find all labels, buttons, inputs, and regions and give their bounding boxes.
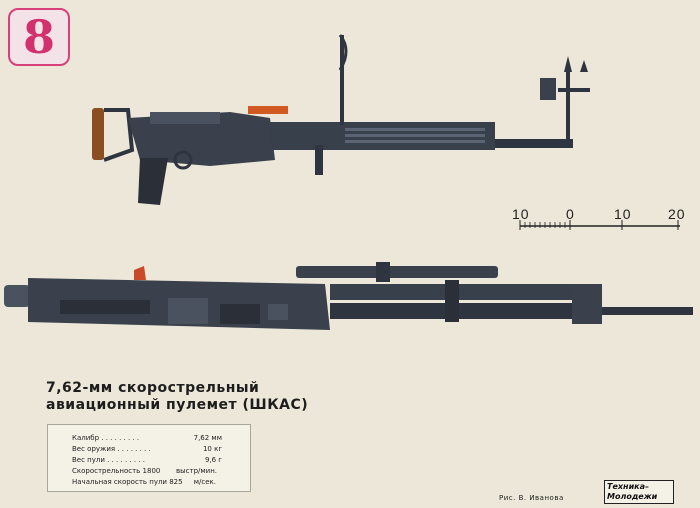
pistol-grip <box>138 158 168 205</box>
scale-label-ten: 10 <box>614 206 632 222</box>
scale-label-zero: 0 <box>566 206 575 222</box>
spec-row: Калибр . . . . . . . . . 7,62 мм <box>72 433 250 444</box>
spec-label: Начальная скорость пули 825 <box>72 478 183 486</box>
caption-title: 7,62-мм скорострельный авиационный пулем… <box>46 380 308 414</box>
spec-row: Начальная скорость пули 825 м/сек. <box>72 477 250 488</box>
illustration-credit: Рис. В. Иванова <box>499 494 564 502</box>
spec-label: Калибр . . . . . . . . . <box>72 434 140 442</box>
spec-value: м/сек. <box>193 478 216 486</box>
spec-value: 9,6 г <box>204 456 222 464</box>
caption-title-line2: авиационный пулемет (ШКАС) <box>46 397 309 413</box>
spec-label: Вес оружия . . . . . . . . <box>72 445 151 453</box>
logo-line1: Техника– <box>607 482 650 491</box>
scale-labels: 10 0 10 20 <box>500 206 700 226</box>
specs-table: Калибр . . . . . . . . . 7,62 мм Вес ору… <box>47 424 251 492</box>
spec-value: 10 кг <box>202 445 222 453</box>
wooden-grip <box>92 108 104 160</box>
scale-label-twenty: 20 <box>668 206 686 222</box>
spec-row: Вес пули . . . . . . . . . 9,6 г <box>72 455 250 466</box>
scale-bar <box>519 220 680 230</box>
page-number: 8 <box>22 10 55 64</box>
caption-title-line1: 7,62-мм скорострельный <box>46 380 260 396</box>
spec-label: Скорострельность 1800 <box>72 467 161 475</box>
magazine-logo: Техника– Молодежи <box>604 480 674 504</box>
page-number-badge: 8 <box>8 8 70 66</box>
spec-row: Скорострельность 1800 выстр/мин. <box>72 466 250 477</box>
spec-value: выстр/мин. <box>176 467 218 475</box>
gun-top-view <box>4 262 693 330</box>
spec-value: 7,62 мм <box>193 434 222 442</box>
gun-side-view <box>92 34 590 205</box>
spec-row: Вес оружия . . . . . . . . 10 кг <box>72 444 250 455</box>
logo-line2: Молодежи <box>607 492 658 501</box>
spec-label: Вес пули . . . . . . . . . <box>72 456 145 464</box>
scale-label-left: 10 <box>512 206 530 222</box>
